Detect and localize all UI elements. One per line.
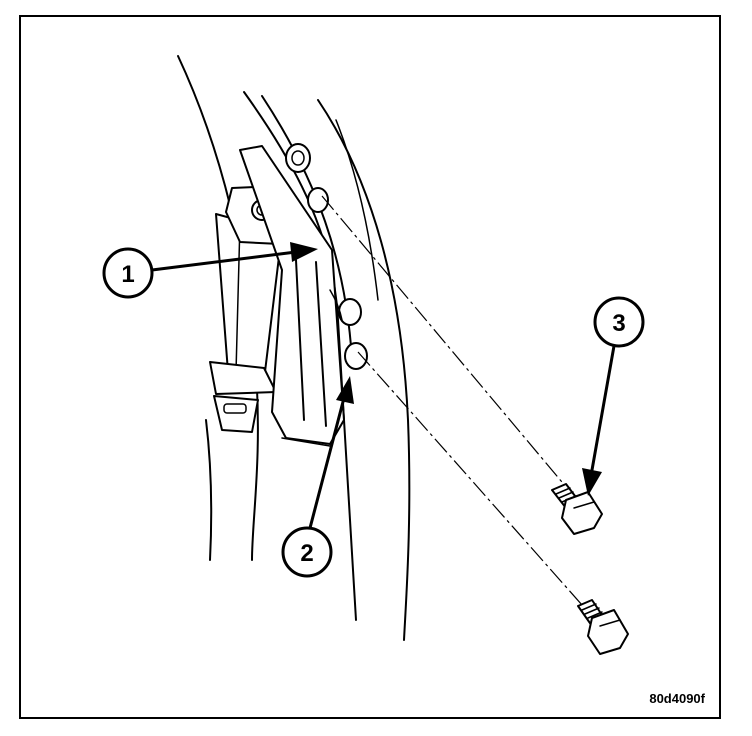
callout-3-label: 3 xyxy=(612,310,625,337)
callout-3: 3 xyxy=(593,296,645,348)
bolt-axis-line-upper xyxy=(321,195,573,495)
callout-1: 1 xyxy=(102,247,154,299)
leader-arrow-1 xyxy=(150,242,318,272)
leader-arrow-2 xyxy=(308,376,354,530)
callout-2-label: 2 xyxy=(300,540,313,567)
mounting-holes xyxy=(285,143,368,370)
callout-1-label: 1 xyxy=(121,261,134,288)
figure-code: 80d4090f xyxy=(649,691,705,706)
figure-border xyxy=(19,15,721,719)
leader-arrow-3 xyxy=(582,344,616,496)
bolt-upper xyxy=(551,483,603,535)
bolt-axis-line-lower xyxy=(357,351,591,615)
guide-bracket xyxy=(239,145,345,447)
bolt-lower xyxy=(577,599,629,655)
callout-2: 2 xyxy=(281,526,333,578)
